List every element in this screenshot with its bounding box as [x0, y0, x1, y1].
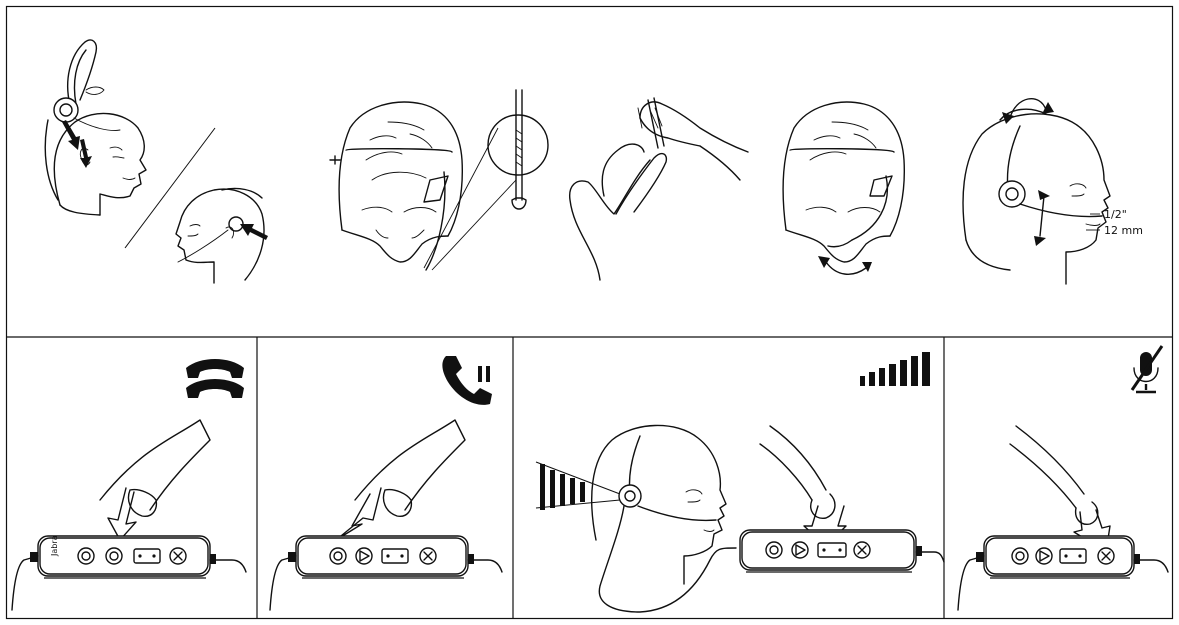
step-wear-headset: [45, 40, 268, 283]
controller-panel-answer: Jabra: [12, 420, 246, 610]
handset-pause-icon: [442, 356, 492, 405]
measurement-inch-label: 1/2": [1104, 208, 1127, 221]
microphone-muted-icon: [1132, 346, 1162, 392]
step-mic-position: [963, 99, 1110, 284]
controller-brand-label: Jabra: [50, 535, 59, 557]
hook-handset-icon: [186, 359, 244, 398]
step-bend-boom: [570, 98, 748, 280]
controller-panel-mute: [958, 426, 1168, 610]
panel-frame: [6, 7, 1173, 620]
controller-panel-hold: [270, 420, 502, 610]
measurement-mm-label: 12 mm: [1104, 224, 1143, 237]
step-adjust-boom: [330, 90, 548, 270]
step-rotate-boom: [783, 102, 904, 274]
volume-panel-scene: [536, 425, 944, 612]
volume-bars-icon: [860, 352, 930, 386]
